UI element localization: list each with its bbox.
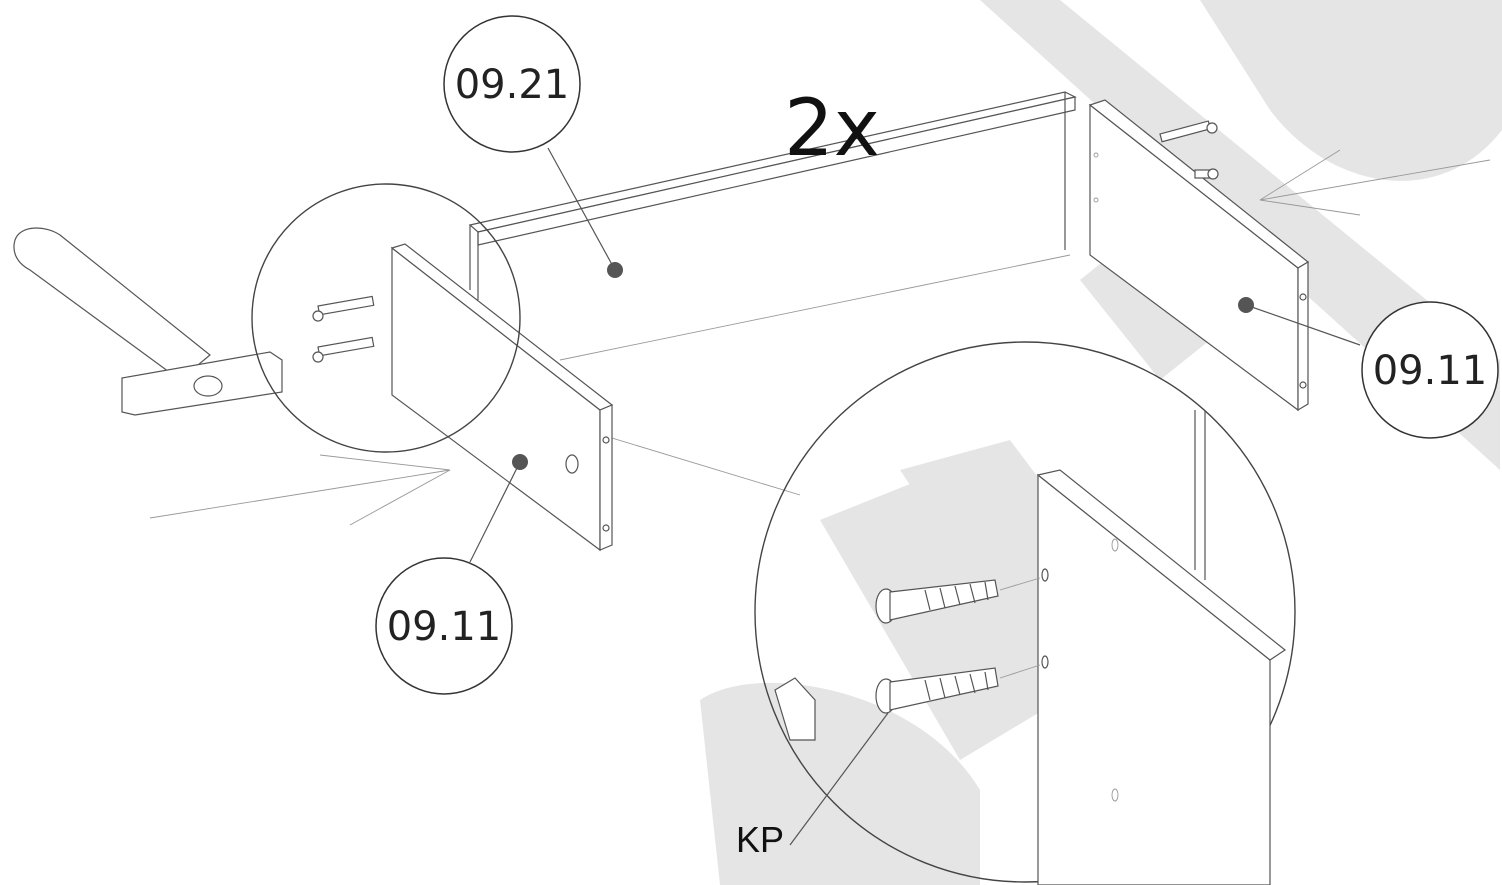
rail-part [468, 91, 1077, 300]
callout-rail-label: 09.21 [455, 62, 570, 108]
callout-side-left-label: 09.11 [387, 604, 502, 650]
hammer-icon [13, 227, 283, 416]
fastener-label: KP [736, 819, 784, 860]
quantity-label: 2x [784, 84, 880, 174]
detail-circle-screws [754, 341, 1296, 885]
callout-side-left: 09.11 [375, 557, 513, 695]
callout-side-right: 09.11 [1361, 301, 1499, 439]
screw-bottom [875, 667, 999, 714]
detail-circle-left [251, 183, 521, 453]
side-panel-right [1088, 99, 1310, 412]
side-panel-left [390, 243, 614, 552]
screw-top [875, 579, 999, 624]
callout-rail: 09.21 [443, 15, 581, 153]
dowel-pins-right [1159, 120, 1219, 180]
leader-lines [469, 147, 1361, 846]
callout-side-right-label: 09.11 [1373, 348, 1488, 394]
